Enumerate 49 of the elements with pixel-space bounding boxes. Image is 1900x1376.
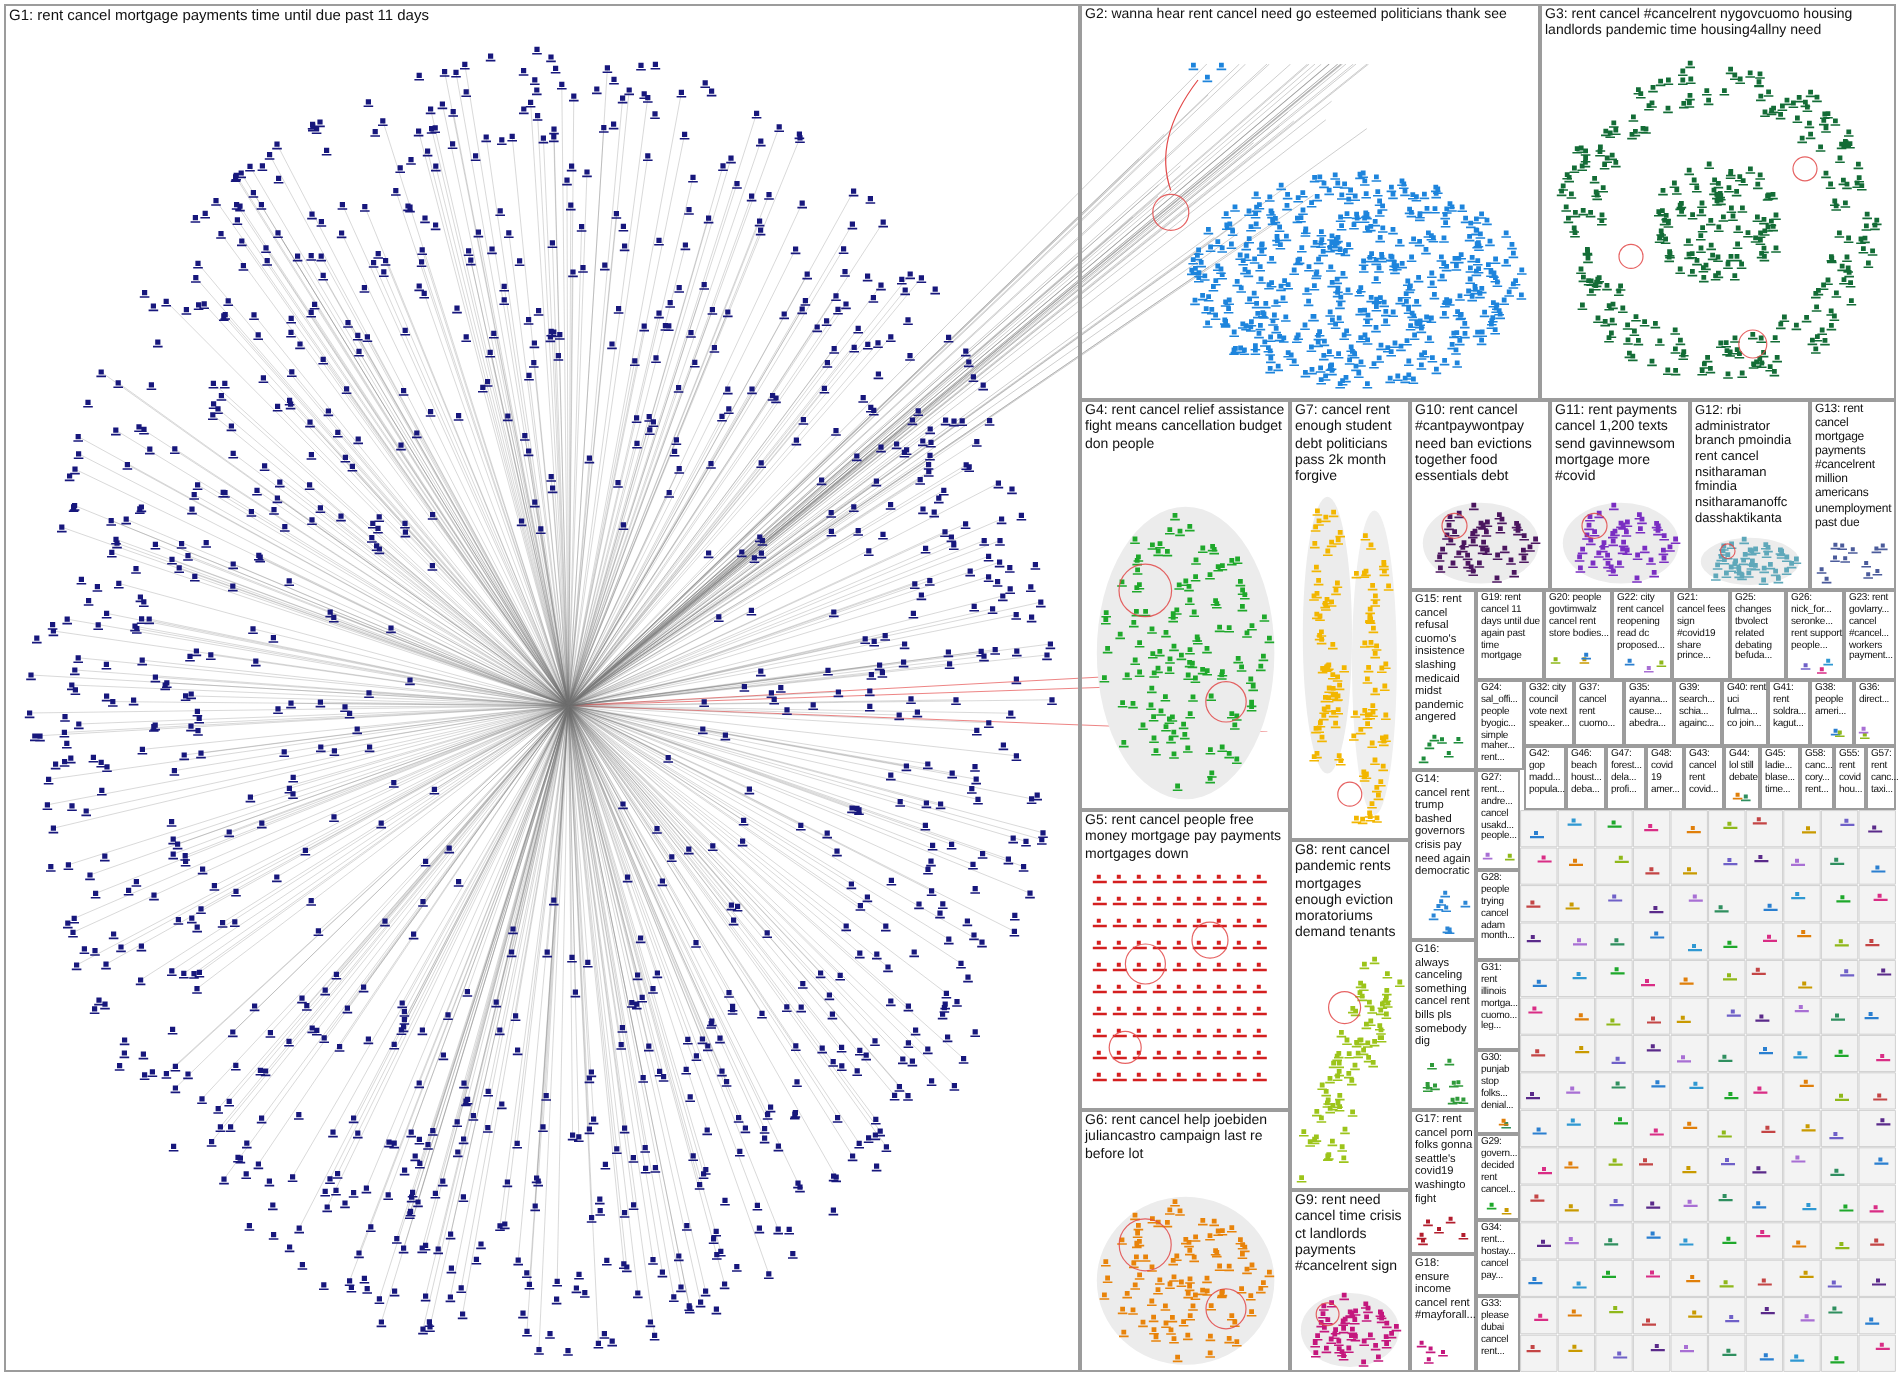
group-panel xyxy=(1540,4,1896,400)
group-panel xyxy=(1080,810,1290,1110)
group-panel xyxy=(1724,746,1760,810)
group-panel xyxy=(1550,400,1690,590)
group-panel xyxy=(1080,400,1290,810)
group-panel xyxy=(1684,746,1724,810)
group-panel xyxy=(1810,400,1896,590)
group-panel xyxy=(1476,1050,1520,1134)
group-panel xyxy=(1674,680,1722,746)
group-panel xyxy=(1854,680,1896,746)
group-panel xyxy=(1476,960,1520,1050)
group-panel xyxy=(1410,940,1476,1110)
group-panel xyxy=(1524,746,1566,810)
group-panel xyxy=(1524,680,1574,746)
group-panel xyxy=(1410,1110,1476,1254)
group-panel xyxy=(1810,680,1854,746)
group-panel xyxy=(1290,840,1410,1190)
group-panel xyxy=(1672,590,1730,680)
group-panel xyxy=(1768,680,1810,746)
group-panel xyxy=(1080,1110,1290,1372)
group-panel xyxy=(1690,400,1810,590)
group-panel xyxy=(1410,770,1476,940)
group-panel xyxy=(1574,680,1624,746)
group-panel xyxy=(1290,400,1410,840)
group-panel xyxy=(1544,590,1612,680)
group-panel xyxy=(1722,680,1768,746)
group-panel xyxy=(1410,1254,1476,1372)
group-panel xyxy=(1800,746,1834,810)
group-panel xyxy=(1080,4,1540,400)
group-panel xyxy=(1566,746,1606,810)
group-panel xyxy=(1624,680,1674,746)
group-panel xyxy=(1290,1190,1410,1372)
group-panel xyxy=(1834,746,1866,810)
group-panel xyxy=(1844,590,1896,680)
group-panel xyxy=(1606,746,1646,810)
group-panel xyxy=(1760,746,1800,810)
group-panel xyxy=(1730,590,1786,680)
group-panel xyxy=(1410,400,1550,590)
group-panel xyxy=(1476,770,1520,870)
group-panel xyxy=(1612,590,1672,680)
group-panel xyxy=(1410,590,1476,770)
group-panel xyxy=(1866,746,1896,810)
group-panel xyxy=(1786,590,1844,680)
group-panel xyxy=(1646,746,1684,810)
group-panel xyxy=(1476,1296,1520,1372)
group-panel xyxy=(1476,590,1544,680)
group-panel xyxy=(1476,870,1520,960)
group-panel xyxy=(1476,1220,1520,1296)
group-panel xyxy=(1476,1134,1520,1220)
